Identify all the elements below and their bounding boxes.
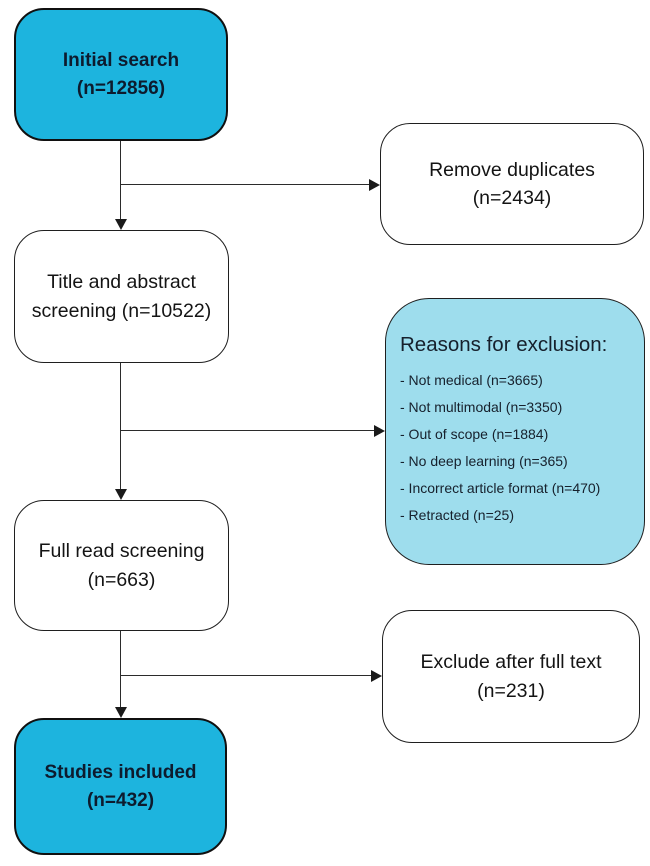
node-full-read-screening: Full read screening (n=663) [14,500,229,631]
connector-title-to-fullread [120,363,121,490]
node-label: Exclude after full text [420,651,602,674]
node-exclude-after-full-text: Exclude after full text (n=231) [382,610,640,743]
exclusion-item: - No deep learning (n=365) [400,453,568,469]
node-count: (n=231) [477,679,545,702]
node-count: (n=663) [87,568,156,591]
node-reasons-for-exclusion: Reasons for exclusion: - Not medical (n=… [385,298,645,565]
node-label: Full read screening [38,540,205,563]
arrowhead-right-icon [369,179,380,191]
node-count: (n=12856) [76,77,166,99]
arrowhead-right-icon [374,425,385,437]
node-label: Studies included [44,761,197,783]
arrowhead-down-icon [115,707,127,718]
arrowhead-down-icon [115,219,127,230]
node-title-abstract-screening: Title and abstract screening (n=10522) [14,230,229,363]
node-initial-search: Initial search (n=12856) [14,8,228,141]
connector-title-to-reasons [121,430,374,431]
arrowhead-right-icon [371,670,382,682]
node-label: Remove duplicates [429,158,595,181]
arrowhead-down-icon [115,489,127,500]
node-label: Initial search [62,49,180,71]
node-count: screening (n=10522) [31,299,212,322]
exclusion-item: - Not medical (n=3665) [400,372,543,388]
node-count: (n=432) [86,789,155,811]
connector-fullread-to-included [120,631,121,708]
connector-initial-to-title [120,141,121,220]
exclusion-item: - Out of scope (n=1884) [400,426,549,442]
exclusion-item: - Retracted (n=25) [400,507,514,523]
exclusion-heading: Reasons for exclusion: [400,333,608,356]
node-studies-included: Studies included (n=432) [14,718,227,855]
node-remove-duplicates: Remove duplicates (n=2434) [380,123,644,245]
connector-fullread-to-exclude [121,675,371,676]
exclusion-item: - Not multimodal (n=3350) [400,399,563,415]
connector-initial-to-duplicates [121,184,369,185]
node-label: Title and abstract [47,271,196,294]
node-count: (n=2434) [472,187,552,209]
exclusion-item: - Incorrect article format (n=470) [400,480,601,496]
